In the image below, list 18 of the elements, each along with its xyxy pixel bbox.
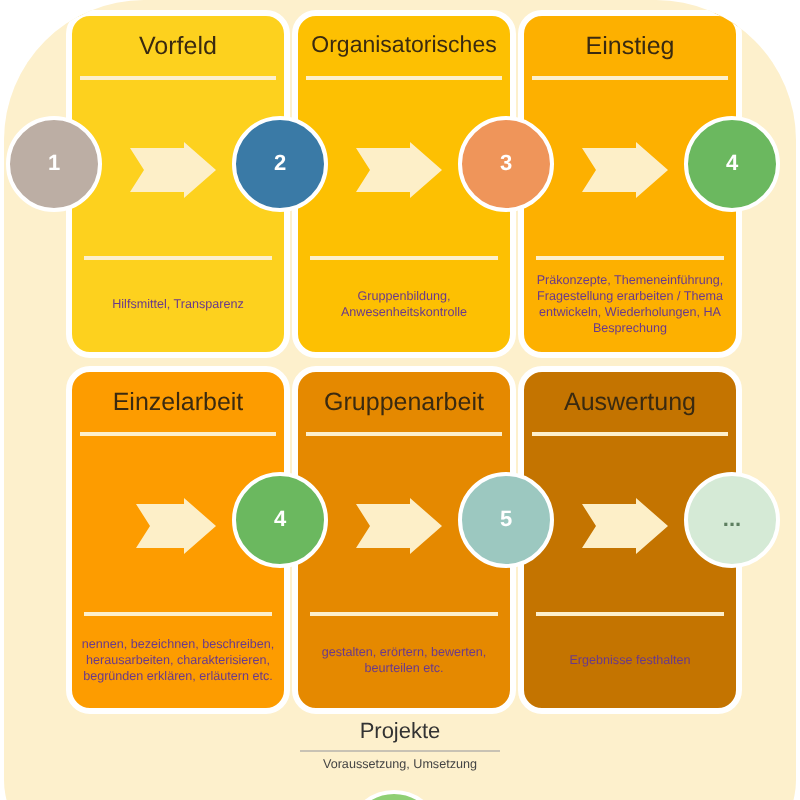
phase-title: Einstieg	[532, 16, 728, 80]
phase-title: Einzelarbeit	[80, 372, 276, 436]
chevron-arrow	[582, 498, 668, 554]
section-title: Projekte	[300, 720, 500, 752]
chevron-arrow	[582, 142, 668, 198]
step-circle: ...	[684, 472, 780, 568]
step-circle: 4	[684, 116, 780, 212]
chevron-arrow	[130, 142, 216, 198]
phase-title: Gruppenarbeit	[306, 372, 502, 436]
step-circle: 1	[6, 116, 102, 212]
phase-card	[66, 366, 290, 714]
chevron-arrow	[356, 142, 442, 198]
background-panel	[4, 0, 796, 800]
phase-title: Organisatorisches	[306, 16, 502, 80]
phase-title: Vorfeld	[80, 16, 276, 80]
chevron-arrow	[356, 498, 442, 554]
chevron-arrow	[136, 498, 216, 554]
phase-title: Auswertung	[532, 372, 728, 436]
